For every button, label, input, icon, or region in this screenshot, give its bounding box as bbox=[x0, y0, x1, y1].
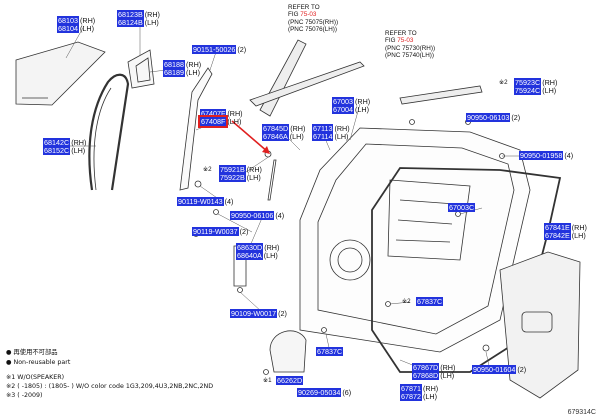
part-label[interactable]: 67845D(RH) bbox=[262, 124, 306, 133]
part-label[interactable]: 67841E(RH) bbox=[544, 223, 587, 232]
part-label[interactable]: 68123B(RH) bbox=[117, 10, 160, 19]
part-label[interactable]: 68189(LH) bbox=[163, 68, 200, 77]
legend-note3: ※3 ( -2009) bbox=[6, 392, 43, 399]
part-label[interactable]: 67868D(LH) bbox=[412, 371, 455, 380]
part-label[interactable]: 90950-06106(4) bbox=[230, 211, 285, 220]
sheet-number: 679314C bbox=[567, 409, 596, 416]
note-mark: ※2 bbox=[402, 298, 411, 305]
legend-note1: ※1 W/O(SPEAKER) bbox=[6, 374, 65, 381]
part-label[interactable]: 67867D(RH) bbox=[412, 363, 456, 372]
note-mark: ※1 bbox=[263, 377, 272, 384]
part-label[interactable]: 90109-W0017(2) bbox=[230, 309, 287, 318]
part-label[interactable]: 68104(LH) bbox=[57, 24, 94, 33]
part-label[interactable]: 67872(LH) bbox=[400, 392, 437, 401]
part-label[interactable]: 75923C(RH) bbox=[514, 78, 558, 87]
part-label[interactable]: 67003(RH) bbox=[332, 97, 371, 106]
part-label[interactable]: 67871(RH) bbox=[400, 384, 439, 393]
part-label[interactable]: 66262D bbox=[276, 376, 304, 385]
part-label[interactable]: 67004(LH) bbox=[332, 105, 369, 114]
part-label[interactable]: 68124B(LH) bbox=[117, 18, 159, 27]
part-label[interactable]: 90950-06103(2) bbox=[466, 113, 521, 122]
part-label[interactable]: 67837C bbox=[316, 347, 344, 356]
quarter-glass bbox=[15, 41, 106, 106]
part-label[interactable]: 90950-01958(4) bbox=[519, 151, 574, 160]
part-label[interactable]: 90950-01604(2) bbox=[472, 365, 527, 374]
door-panel bbox=[299, 127, 531, 353]
part-label[interactable]: 75924C(LH) bbox=[514, 86, 557, 95]
part-label[interactable]: 67003C bbox=[448, 203, 476, 212]
reference-note: REFER TO FIG 75-03 (PNC 75730(RH)) (PNC … bbox=[385, 30, 436, 60]
part-label[interactable]: 90151-50026(2) bbox=[192, 45, 247, 54]
part-label[interactable]: 67837C bbox=[416, 297, 444, 306]
part-label[interactable]: 68630D(RH) bbox=[236, 243, 280, 252]
part-label[interactable]: 67407F(RH) bbox=[200, 109, 243, 118]
part-label[interactable]: 68103(RH) bbox=[57, 16, 96, 25]
part-label[interactable]: 67842E(LH) bbox=[544, 231, 586, 240]
part-label[interactable]: 75921B(RH) bbox=[219, 165, 262, 174]
note-mark: ※2 bbox=[499, 79, 508, 86]
legend-note2: ※2 ( -1805) : (1805- ) W/O color code 1G… bbox=[6, 383, 214, 390]
legend-non-reusable-jp: ● 再使用不可部品 bbox=[6, 349, 58, 356]
trim-panel bbox=[499, 251, 581, 399]
legend-non-reusable: ● Non-reusable part bbox=[6, 359, 71, 366]
reference-note: REFER TO FIG 75-03 (PNC 75075(RH)) (PNC … bbox=[288, 4, 339, 34]
part-label[interactable]: 68152C(LH) bbox=[43, 146, 86, 155]
part-label-highlighted[interactable]: 67408F(LH) bbox=[197, 115, 242, 128]
part-label[interactable]: 68142C(RH) bbox=[43, 138, 87, 147]
service-cover bbox=[269, 330, 307, 373]
part-label[interactable]: 68188(RH) bbox=[163, 60, 202, 69]
corner-glass bbox=[127, 49, 155, 89]
part-label[interactable]: 90119-W0143(4) bbox=[177, 197, 234, 206]
part-label[interactable]: 75922B(LH) bbox=[219, 173, 261, 182]
highlight-arrow bbox=[231, 120, 269, 153]
part-label[interactable]: 90269-05034(6) bbox=[297, 388, 352, 397]
part-label[interactable]: 90119-W0037(2) bbox=[192, 227, 249, 236]
run-channel bbox=[88, 73, 130, 191]
belt-moulding bbox=[249, 61, 365, 107]
part-label[interactable]: 67846A(LH) bbox=[262, 132, 304, 141]
division-bar bbox=[179, 67, 213, 191]
part-label[interactable]: 67114(LH) bbox=[312, 132, 349, 141]
part-label[interactable]: 67113(RH) bbox=[312, 124, 350, 133]
part-label[interactable]: 68640A(LH) bbox=[236, 251, 278, 260]
note-mark: ※2 bbox=[203, 166, 212, 173]
